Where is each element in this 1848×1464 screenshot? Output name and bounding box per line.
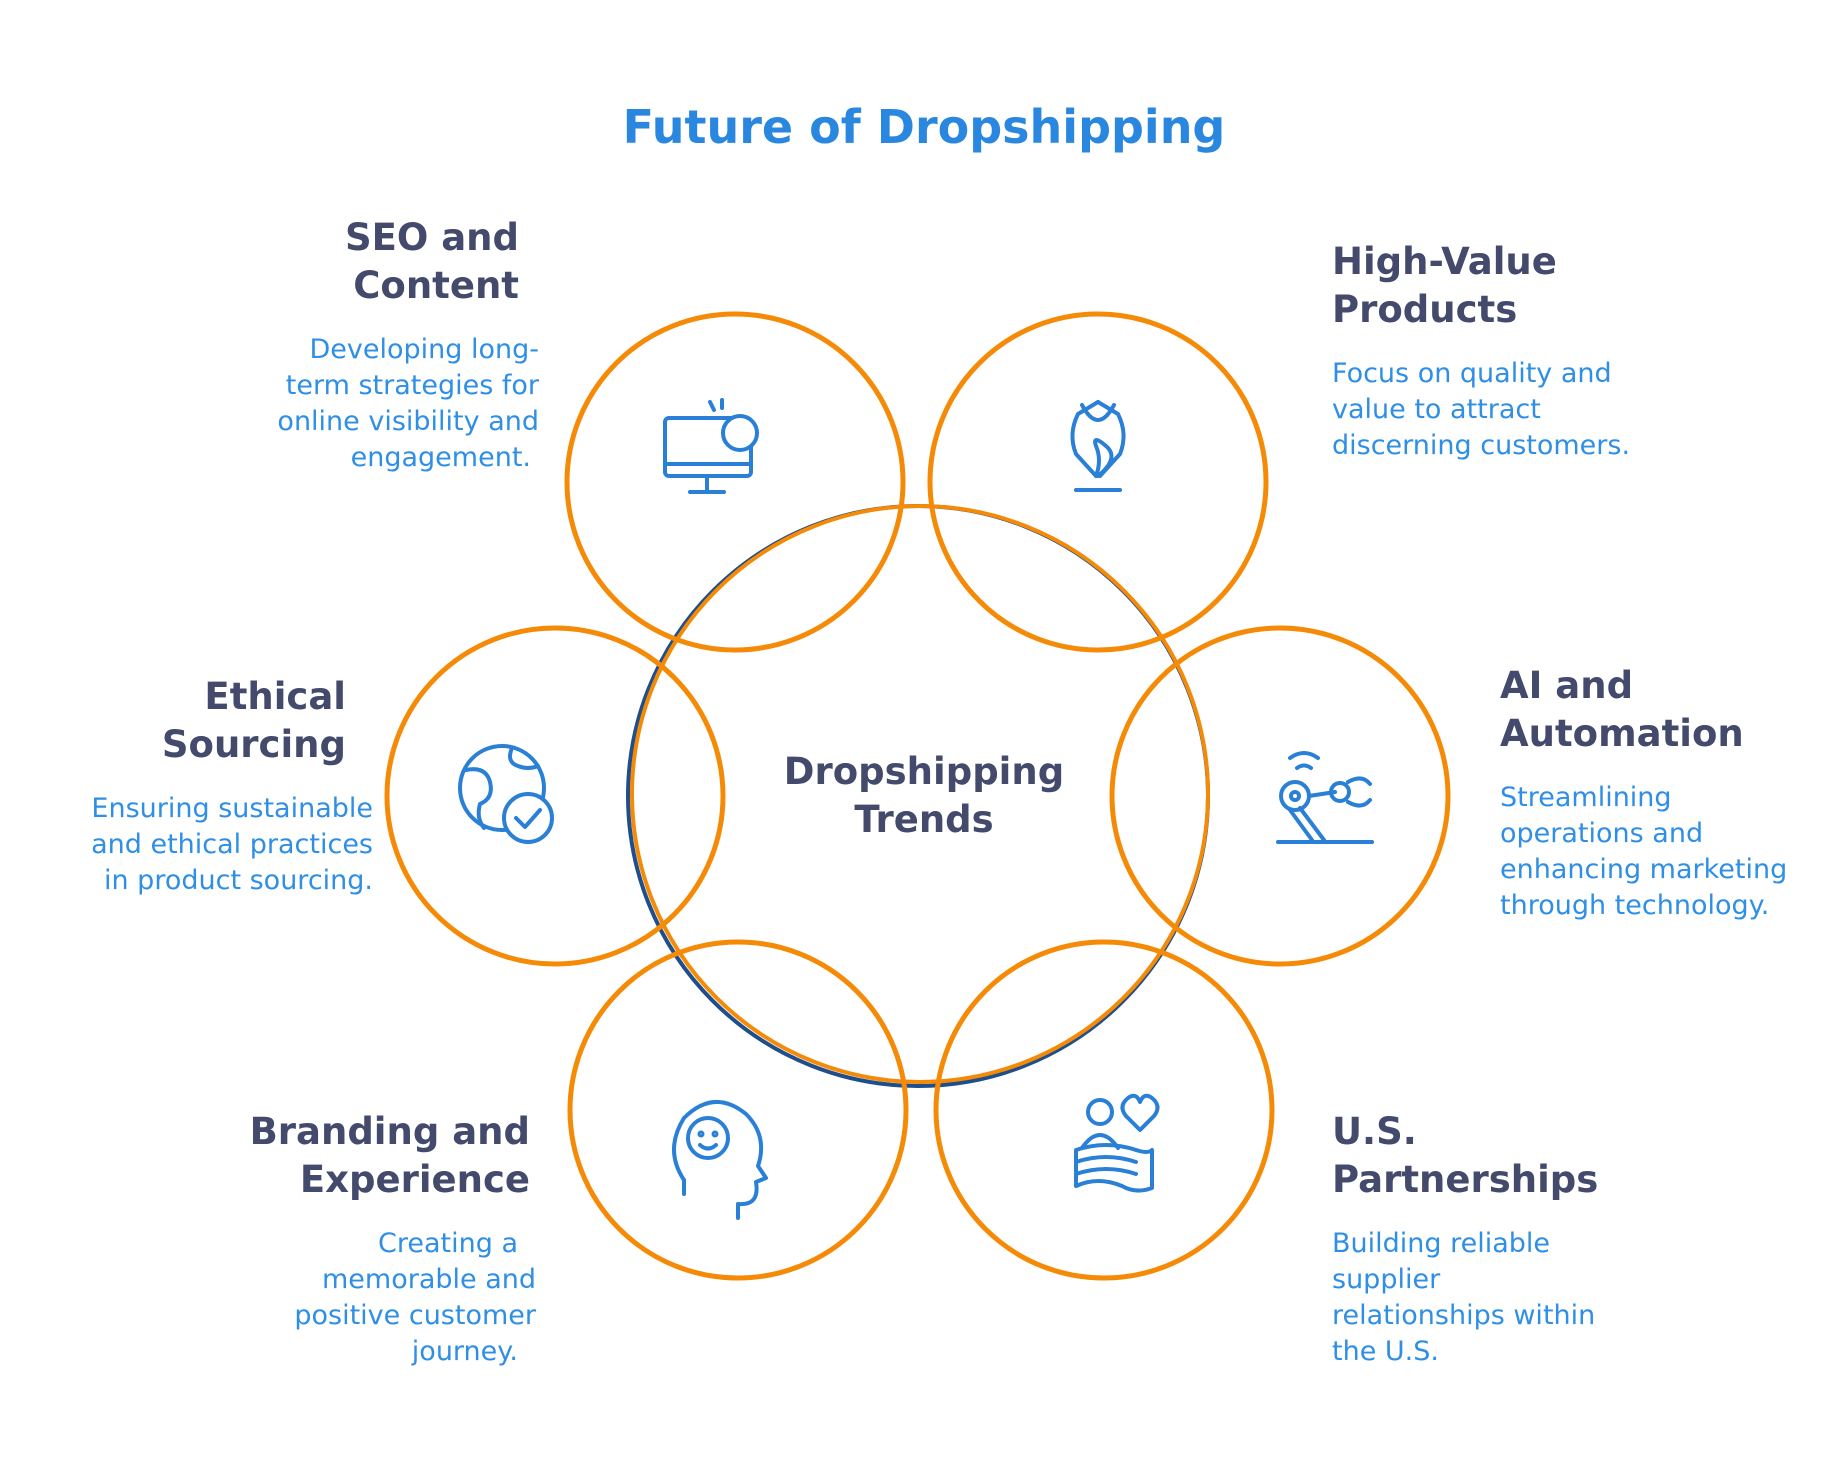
jewelry-bust-icon: [1070, 400, 1126, 492]
desc-line: value to attract: [1332, 394, 1541, 425]
item-description: Building reliable supplier relationships w…: [1332, 1226, 1732, 1370]
heading-line: SEO and: [344, 216, 519, 259]
desc-line: journey.: [411, 1336, 518, 1367]
desc-line: discerning customers.: [1332, 430, 1631, 461]
desc-line: term strategies for: [285, 370, 539, 401]
heading-line: High-Value: [1332, 240, 1557, 283]
monitor-search-icon: [663, 398, 759, 494]
desc-line: in product sourcing.: [103, 865, 373, 896]
heading-line: Products: [1332, 288, 1518, 331]
heading-line: Content: [353, 264, 519, 307]
desc-line: enhancing marketing: [1500, 854, 1788, 885]
item-heading: U.S. Partnerships: [1332, 1108, 1732, 1204]
heading-line: Ethical: [204, 675, 346, 718]
desc-line: Streamlining: [1500, 782, 1672, 813]
desc-line: Ensuring sustainable: [91, 793, 373, 824]
circle-seo: [564, 311, 906, 653]
desc-line: engagement.: [350, 442, 531, 473]
desc-line: supplier: [1332, 1264, 1441, 1295]
item-description: Creating a memorable and positive customer…: [136, 1226, 536, 1370]
center-circle-outline: [630, 504, 1210, 1084]
desc-line: the U.S.: [1332, 1336, 1439, 1367]
desc-line: positive customer: [294, 1300, 536, 1331]
circle-branding: [567, 939, 909, 1281]
desc-line: and ethical practices: [91, 829, 373, 860]
robot-arm-icon: [1276, 751, 1374, 844]
item-description: Developing long-term strategies for onlin…: [139, 332, 539, 476]
center-label-line: Dropshipping: [783, 750, 1065, 793]
circle-high-value: [927, 311, 1269, 653]
desc-line: relationships within: [1332, 1300, 1596, 1331]
heading-line: Branding and: [249, 1110, 530, 1153]
circle-ethical: [384, 625, 726, 967]
circle-us: [933, 939, 1275, 1281]
heading-line: Partnerships: [1332, 1158, 1599, 1201]
desc-line: Creating a: [378, 1228, 518, 1259]
center-label-line: Trends: [854, 798, 994, 841]
desc-line: through technology.: [1500, 890, 1770, 921]
diagram-title: Future of Dropshipping: [622, 100, 1226, 154]
heading-line: Automation: [1500, 712, 1744, 755]
item-description: Ensuring sustainable and ethical practice…: [0, 791, 373, 899]
circle-ai: [1109, 625, 1451, 967]
person-heart-flag-icon: [1074, 1093, 1160, 1193]
desc-line: memorable and: [321, 1264, 536, 1295]
heading-line: Sourcing: [161, 723, 346, 766]
desc-line: Developing long-: [309, 334, 540, 365]
center-label: Dropshipping Trends: [774, 748, 1074, 844]
item-us-partnerships: U.S. Partnerships Building reliable suppli…: [1332, 1108, 1732, 1370]
heading-line: AI and: [1500, 664, 1634, 707]
item-description: Focus on quality and value to attract disc…: [1332, 356, 1732, 464]
globe-check-icon: [458, 744, 554, 844]
heading-line: U.S.: [1332, 1110, 1417, 1153]
head-smile-icon: [672, 1099, 768, 1220]
heading-line: Experience: [299, 1158, 530, 1201]
desc-line: operations and: [1500, 818, 1704, 849]
item-description: Streamlining operations and enhancing mark…: [1500, 780, 1848, 924]
desc-line: Building reliable: [1332, 1228, 1551, 1259]
desc-line: Focus on quality and: [1332, 358, 1612, 389]
desc-line: online visibility and: [277, 406, 539, 437]
